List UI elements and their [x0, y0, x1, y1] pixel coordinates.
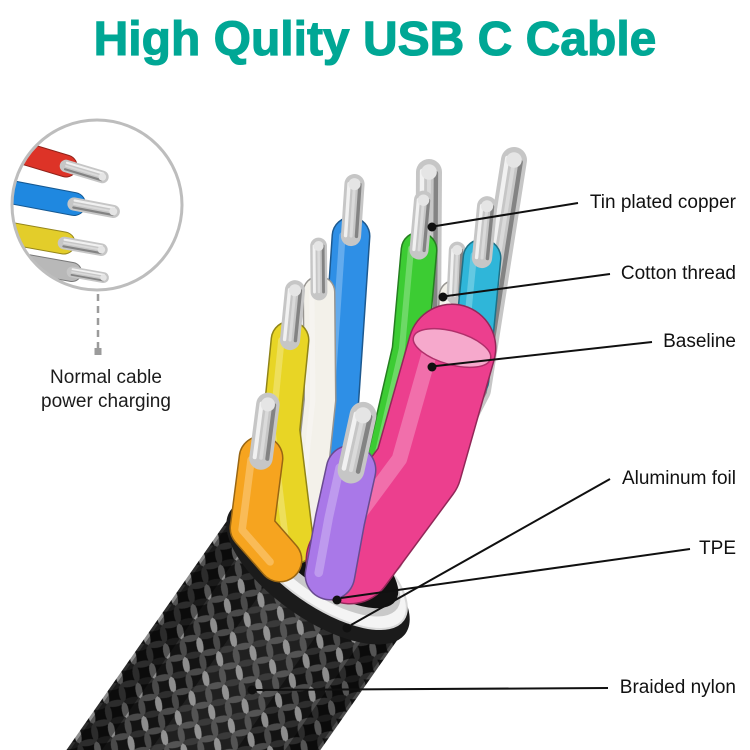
inset-connector-dot	[94, 348, 102, 355]
inset-caption-line2: power charging	[41, 390, 171, 412]
wire-orange	[229, 392, 303, 583]
inset-circle-border	[10, 118, 184, 292]
page-title: High Qulity USB C Cable	[93, 12, 657, 66]
callout-lines	[247, 202, 691, 695]
callout-line-tin-plated-copper	[427, 202, 579, 232]
inset-caption: Normal cable power charging	[20, 366, 192, 414]
callout-line-baseline	[427, 341, 653, 372]
callout-label-tpe: TPE	[699, 538, 736, 559]
callout-line-tpe	[332, 548, 691, 605]
callout-line-cotton-thread	[438, 273, 611, 302]
inset-normal-cable	[10, 118, 184, 355]
callout-label-cotton-thread: Cotton thread	[620, 263, 736, 284]
inset-caption-line1: Normal cable	[50, 367, 162, 388]
callout-label-baseline: Baseline	[663, 331, 736, 352]
callout-line-aluminum-foil	[342, 478, 611, 633]
callout-label-aluminum-foil: Aluminum foil	[621, 468, 736, 489]
callout-label-tin-plated-copper: Tin plated copper	[589, 192, 736, 213]
wire-purple	[304, 401, 377, 601]
braided-cable-body	[66, 512, 404, 750]
wire-bundle	[229, 147, 527, 605]
callout-line-braided-nylon	[247, 685, 609, 695]
callout-label-braided-nylon: Braided nylon	[619, 677, 736, 698]
